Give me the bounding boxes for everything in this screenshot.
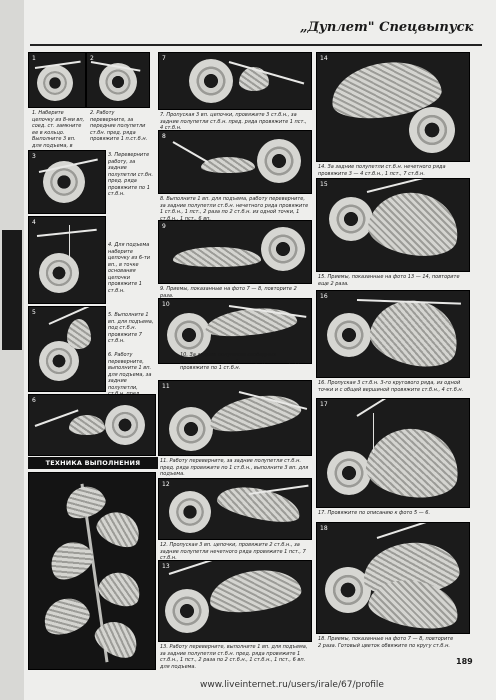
caption-step-5: 5. Выполните 1 вп. для подъема, под ст.б… (108, 312, 154, 344)
photo-number: 15 (320, 181, 328, 188)
crochet-ring (165, 589, 209, 633)
photo-step-17: 17 (316, 398, 470, 508)
caption-step-7: 7. Пропуская 3 вп. цепочки, провяжите 3 … (160, 112, 307, 131)
photo-finished-vine (28, 472, 156, 670)
section-banner: ТЕХНИКА ВЫПОЛНЕНИЯ ПОШАГОВО (28, 457, 158, 479)
crochet-ring (169, 491, 211, 533)
photo-step-13: 13 (158, 560, 312, 642)
leaf-segment (173, 247, 261, 267)
leaf-segment (362, 422, 464, 504)
photo-step-6: 6 (28, 394, 156, 456)
photo-step-8: 8 (158, 130, 312, 194)
caption-step-18: 18. Приемы, показанные на фото 7 — 8, по… (318, 636, 454, 649)
leaf-segment (206, 564, 304, 618)
leaf-segment (94, 566, 146, 612)
photo-step-9: 9 (158, 220, 312, 284)
caption-step-3: 3. Переверните работу, за задние полупет… (108, 152, 153, 197)
caption-step-17: 17. Провяжите по описанию к фото 5 — 6. (318, 510, 431, 516)
caption-step-13: 13. Работу переверните, выполните 1 вп. … (160, 644, 308, 670)
crochet-ring (169, 407, 213, 451)
photo-number: 2 (90, 55, 94, 62)
photo-number: 5 (32, 309, 36, 316)
leaf-segment (67, 319, 91, 349)
leaf-segment (92, 505, 146, 553)
hook-icon (36, 228, 97, 237)
hook-icon (376, 523, 460, 539)
photo-step-12: 12 (158, 478, 312, 540)
hook-icon (366, 179, 461, 193)
photo-number: 1 (32, 55, 36, 62)
photo-number: 6 (32, 397, 36, 404)
photo-number: 14 (320, 55, 328, 62)
photo-number: 7 (162, 55, 166, 62)
photo-number: 18 (320, 525, 328, 532)
footer-url[interactable]: www.liveinternet.ru/users/irale/67/profi… (200, 680, 384, 690)
caption-step-15: 15. Приемы, показанные на фото 13 — 14, … (318, 274, 460, 287)
photo-step-2: 2 (86, 52, 150, 108)
caption-step-4: 4. Для подъема наберите цепочку из 6-ти … (108, 242, 150, 294)
gutter-dark-strip (2, 230, 22, 350)
caption-step-11: 11. Работу переверните, за задние полупе… (160, 458, 309, 477)
photo-number: 4 (32, 219, 36, 226)
photo-number: 11 (162, 383, 170, 390)
caption-step-12: 12. Пропуская 3 вп. цепочки, провяжите 2… (160, 542, 306, 561)
crochet-ring (261, 227, 305, 271)
photo-step-4: 4 (28, 216, 106, 304)
magazine-header: „Дуплет" Спецвыпуск (300, 20, 474, 35)
photo-number: 17 (320, 401, 328, 408)
leaf-segment (89, 614, 145, 664)
photo-step-3: 3 (28, 150, 106, 214)
caption-step-2: 2. Работу переверните, за передние полуп… (90, 110, 148, 142)
leaf-segment (69, 415, 105, 435)
photo-step-10: 10 (158, 298, 312, 364)
crochet-ring (327, 451, 371, 495)
photo-number: 9 (162, 223, 166, 230)
crochet-ring (39, 253, 79, 293)
crochet-ring (327, 313, 371, 357)
photo-number: 16 (320, 293, 328, 300)
crochet-ring (105, 405, 145, 445)
photo-step-15: 15 (316, 178, 470, 272)
photo-number: 13 (162, 563, 170, 570)
photo-step-5: 5 (28, 306, 106, 392)
photo-step-7: 7 (158, 52, 312, 110)
leaf-segment (201, 157, 255, 173)
caption-step-8: 8. Выполните 1 вп. для подъема, работу п… (160, 196, 309, 222)
photo-step-16: 16 (316, 290, 470, 378)
photo-number: 10 (162, 301, 170, 308)
chain-stitch (69, 225, 70, 259)
photo-number: 3 (32, 153, 36, 160)
photo-number: 12 (162, 481, 170, 488)
photo-number: 8 (162, 133, 166, 140)
caption-step-16: 16. Пропуская 3 ст.б.н. 3-го кругового р… (318, 380, 464, 393)
hook-icon (172, 141, 209, 163)
chain-stitch (373, 413, 374, 453)
hook-icon (168, 561, 227, 575)
crochet-ring (37, 65, 73, 101)
hook-icon (356, 399, 417, 417)
crochet-ring (189, 59, 233, 103)
photo-step-1: 1 (28, 52, 86, 108)
page-gutter (0, 0, 24, 700)
crochet-ring (329, 197, 373, 241)
header-rule (30, 44, 482, 46)
crochet-ring (167, 313, 211, 357)
caption-step-10: 10. За задние полупетли свободных разъед… (180, 352, 305, 371)
photo-step-11: 11 (158, 380, 312, 456)
leaf-segment (38, 592, 94, 640)
crochet-ring (409, 107, 455, 153)
crochet-ring (257, 139, 301, 183)
photo-step-14: 14 (316, 52, 470, 162)
page-number: 189 (456, 657, 473, 666)
leaf-segment (364, 185, 464, 263)
caption-step-14: 14. За задние полупетли ст.б.н. нечетног… (318, 164, 446, 177)
caption-step-9: 9. Приемы, показанные на фото 7 — 8, пов… (160, 286, 297, 299)
photo-step-18: 18 (316, 522, 470, 634)
